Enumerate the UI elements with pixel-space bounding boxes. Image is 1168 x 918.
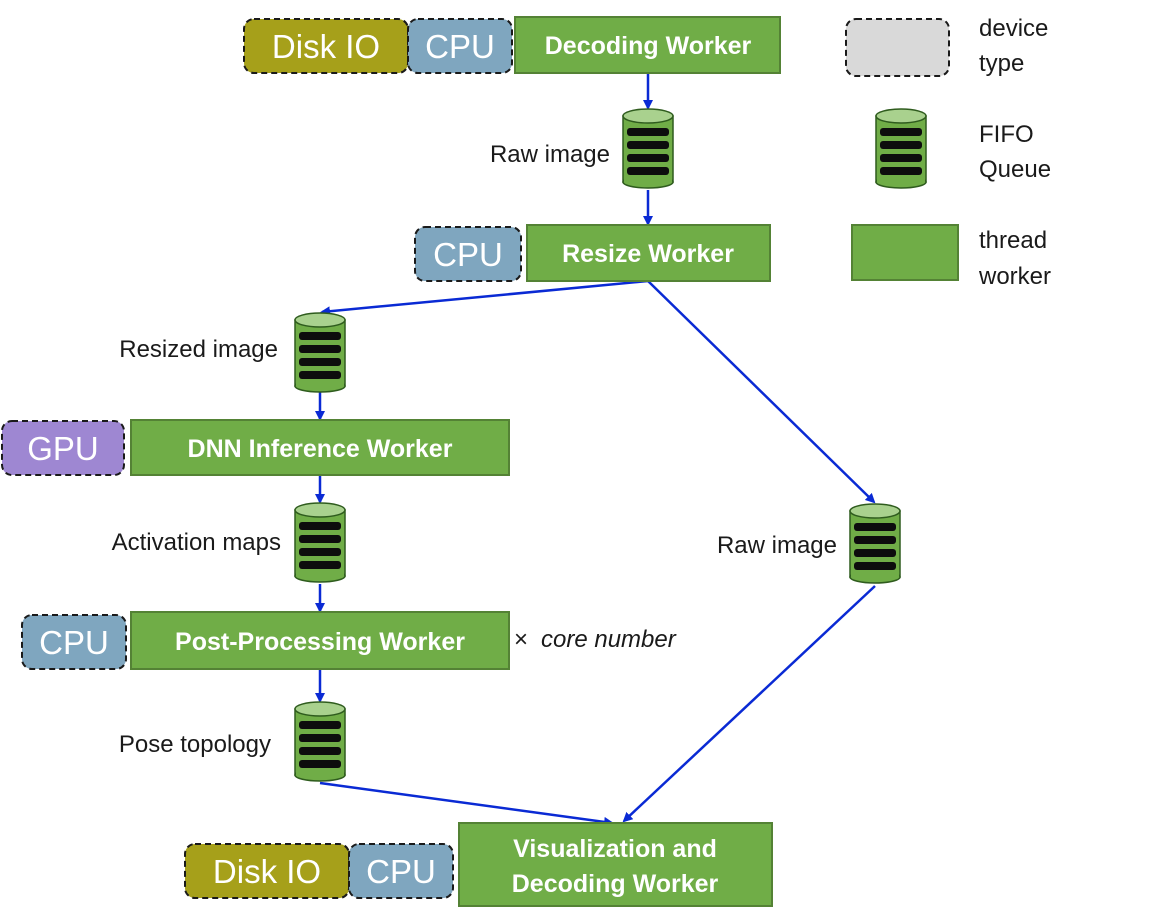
- legend: device type FIFO Queue thread worker: [845, 15, 1051, 290]
- disk-io-badge: [184, 843, 350, 899]
- post-processing-row: CPU Post-Processing Worker × core number: [21, 611, 677, 670]
- visualization-worker-label-line2: Decoding Worker: [512, 870, 719, 898]
- pose-topology-queue: Pose topology: [119, 701, 346, 782]
- gpu-label: GPU: [27, 430, 99, 467]
- visualization-row: Disk IO CPU Visualization and Decoding W…: [184, 822, 773, 907]
- resize-row: CPU Resize Worker: [414, 224, 771, 282]
- visualization-worker-label-line1: Visualization and: [513, 835, 717, 863]
- cpu-label: CPU: [425, 28, 495, 65]
- dnn-worker-label: DNN Inference Worker: [188, 435, 453, 463]
- pose-topology-queue-label: Pose topology: [119, 731, 271, 758]
- raw-image-queue-1: Raw image: [490, 108, 674, 189]
- visualization-worker-box: [458, 822, 773, 907]
- activation-maps-queue: Activation maps: [112, 502, 346, 583]
- cpu-label: CPU: [366, 853, 436, 890]
- arrow-raw-queue-to-vis: [622, 585, 876, 823]
- gpu-badge: [1, 420, 125, 476]
- arrows: [315, 73, 876, 827]
- disk-io-badge: [243, 18, 409, 74]
- multiplier-symbol: ×: [514, 626, 528, 653]
- activation-maps-queue-label: Activation maps: [112, 529, 281, 556]
- cpu-label: CPU: [433, 236, 503, 273]
- cpu-badge: [21, 614, 127, 670]
- decoding-row: Disk IO CPU Decoding Worker: [243, 16, 781, 74]
- decoding-worker-box: [514, 16, 781, 74]
- cpu-badge: [348, 843, 454, 899]
- fifo-queue-icon: [622, 108, 674, 189]
- disk-io-label: Disk IO: [272, 28, 380, 65]
- core-number-label: core number: [541, 626, 677, 653]
- resize-worker-box: [526, 224, 771, 282]
- cpu-label: CPU: [39, 624, 109, 661]
- resized-image-queue: Resized image: [119, 312, 346, 393]
- cpu-badge: [407, 18, 513, 74]
- raw-image-queue-1-label: Raw image: [490, 141, 610, 168]
- arrow-pose-queue-to-vis: [319, 781, 614, 827]
- post-processing-worker-label: Post-Processing Worker: [175, 628, 465, 656]
- fifo-queue-icon: [294, 312, 346, 393]
- legend-queue-icon: [875, 108, 927, 189]
- fifo-queue-icon: [294, 502, 346, 583]
- fifo-queue-icon: [294, 701, 346, 782]
- dnn-row: GPU DNN Inference Worker: [1, 419, 510, 476]
- legend-device-line1: device: [979, 15, 1048, 42]
- disk-io-label: Disk IO: [213, 853, 321, 890]
- raw-image-queue-2: Raw image: [717, 503, 901, 584]
- post-processing-worker-box: [130, 611, 510, 670]
- raw-image-queue-2-label: Raw image: [717, 532, 837, 559]
- dnn-worker-box: [130, 419, 510, 476]
- cpu-badge: [414, 226, 522, 282]
- legend-worker-line1: thread: [979, 227, 1047, 254]
- resized-image-queue-label: Resized image: [119, 336, 278, 363]
- legend-queue-line1: FIFO: [979, 121, 1034, 148]
- legend-queue-line2: Queue: [979, 156, 1051, 183]
- decoding-worker-label: Decoding Worker: [545, 32, 752, 60]
- resize-worker-label: Resize Worker: [562, 240, 734, 268]
- fifo-queue-icon: [849, 503, 901, 584]
- legend-device-swatch: [845, 18, 950, 77]
- arrow-resize-to-resized-queue: [320, 279, 649, 317]
- legend-device-line2: type: [979, 50, 1024, 77]
- legend-worker-swatch: [851, 224, 959, 281]
- arrow-resize-to-raw-queue: [647, 280, 876, 504]
- legend-worker-line2: worker: [978, 263, 1051, 290]
